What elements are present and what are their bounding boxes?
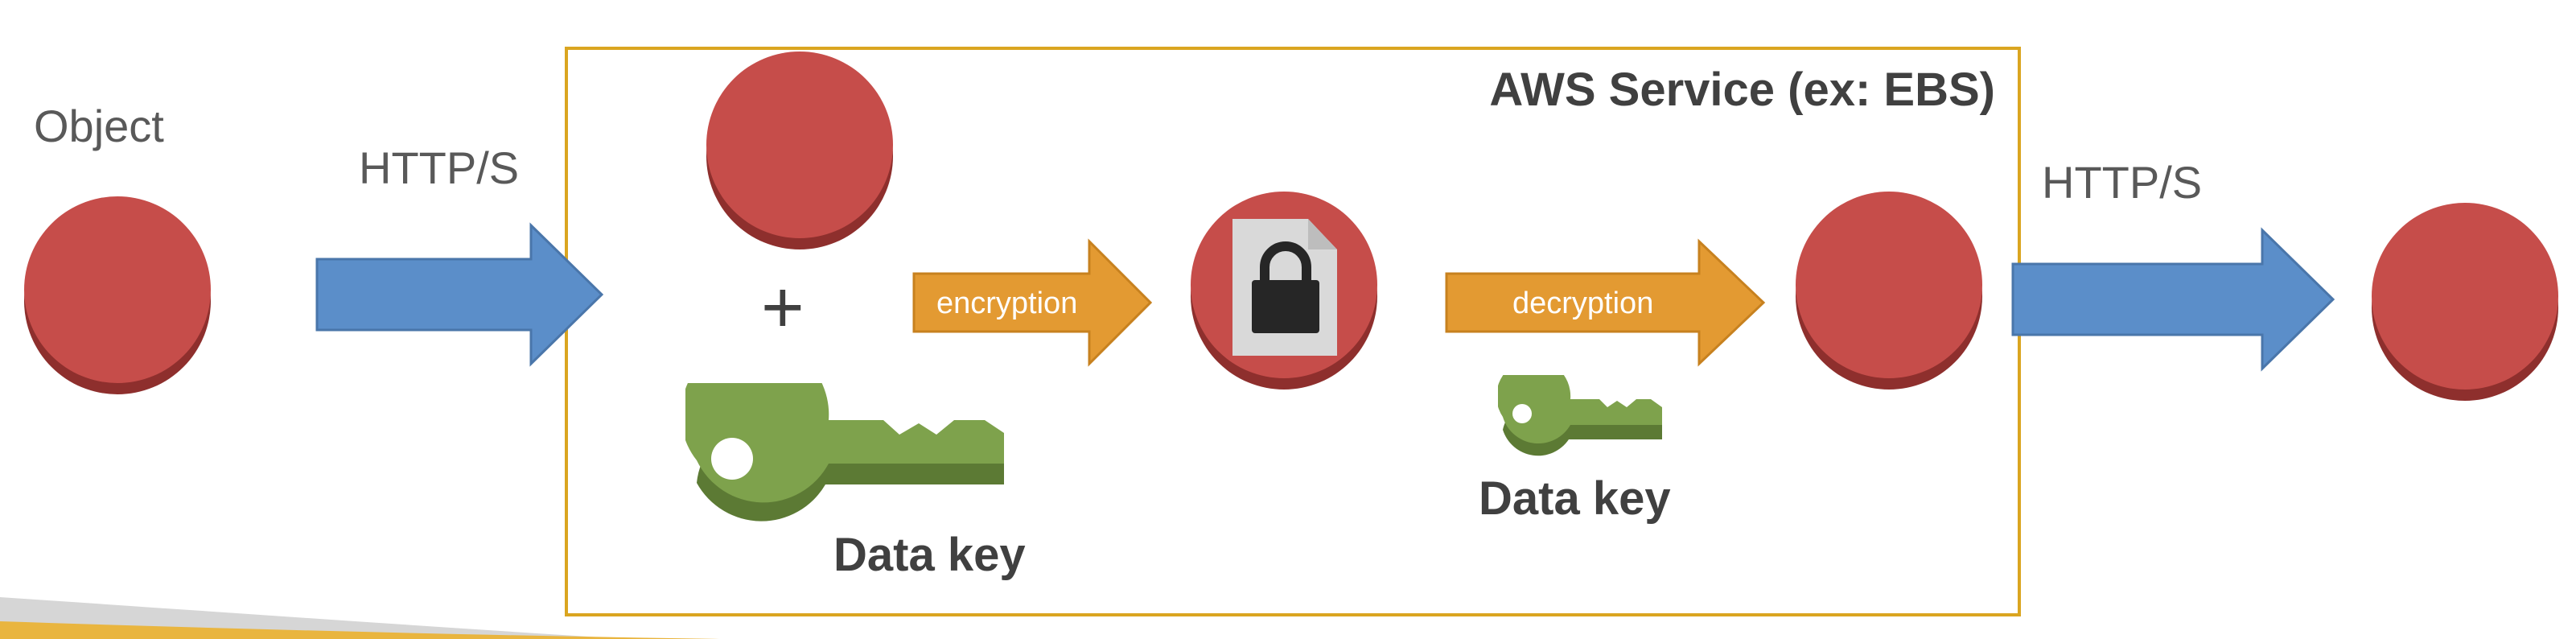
service-title: AWS Service (ex: EBS) (1489, 64, 1995, 116)
encrypted-locked-document-icon (1191, 192, 1377, 390)
data-red-circle-icon (706, 52, 893, 249)
decryption-label: decryption (1512, 287, 1654, 320)
http-in-label: HTTP/S (359, 142, 520, 193)
data-key-right-label: Data key (1479, 472, 1671, 525)
decryption-arrow (1445, 238, 1766, 367)
http-out-label: HTTP/S (2042, 157, 2203, 208)
data-key-small-green-key-icon (1498, 375, 1662, 456)
output-red-circle-icon (2372, 203, 2558, 401)
object-label: Object (34, 101, 164, 151)
data-key-left-label: Data key (833, 529, 1026, 581)
encryption-arrow (912, 238, 1153, 367)
bottom-swoosh-decoration (0, 597, 724, 639)
http-out-arrow (2011, 227, 2335, 372)
http-in-arrow (315, 222, 604, 367)
decrypted-red-circle-icon (1796, 192, 1982, 390)
object-red-circle-icon (24, 196, 211, 394)
data-key-large-green-key-icon (685, 383, 1004, 522)
encryption-label: encryption (936, 287, 1078, 320)
plus-sign: + (761, 266, 804, 348)
